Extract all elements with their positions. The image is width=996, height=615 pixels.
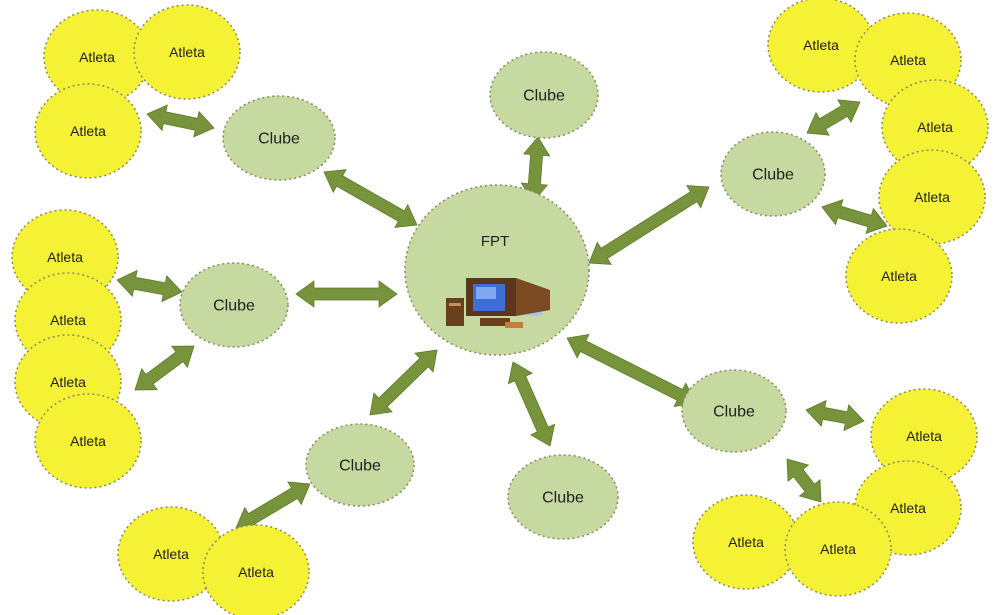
double-arrow bbox=[821, 198, 888, 235]
athlete-node: Atleta bbox=[133, 4, 241, 100]
club-node: Clube bbox=[720, 131, 826, 217]
double-arrow bbox=[116, 269, 183, 303]
athlete-node-label: Atleta bbox=[728, 534, 764, 550]
athlete-node-label: Atleta bbox=[917, 119, 953, 135]
athlete-node: Atleta bbox=[117, 506, 225, 602]
athlete-node-label: Atleta bbox=[820, 541, 856, 557]
double-arrow bbox=[507, 361, 556, 447]
athlete-node-label: Atleta bbox=[906, 428, 942, 444]
athlete-node-label: Atleta bbox=[79, 49, 115, 65]
athlete-node-ellipse bbox=[202, 524, 310, 615]
athlete-node-ellipse bbox=[34, 393, 142, 489]
athlete-node-label: Atleta bbox=[153, 546, 189, 562]
double-arrow bbox=[369, 349, 438, 416]
athlete-node: Atleta bbox=[202, 524, 310, 615]
double-arrow bbox=[805, 399, 865, 432]
athlete-node-ellipse bbox=[870, 388, 978, 484]
athlete-node-ellipse bbox=[845, 228, 953, 324]
double-arrow bbox=[295, 280, 398, 308]
athlete-node: Atleta bbox=[34, 83, 142, 179]
athlete-node-label: Atleta bbox=[803, 37, 839, 53]
athlete-node-ellipse bbox=[133, 4, 241, 100]
club-node: Clube bbox=[222, 95, 336, 181]
double-arrow bbox=[566, 333, 697, 408]
club-node-ellipse bbox=[489, 51, 599, 139]
athlete-node-label: Atleta bbox=[238, 564, 274, 580]
club-node-label: Clube bbox=[523, 88, 565, 105]
athlete-node-ellipse bbox=[881, 79, 989, 175]
athlete-node-label: Atleta bbox=[169, 44, 205, 60]
computer-icon bbox=[446, 278, 550, 328]
athlete-node-label: Atleta bbox=[890, 52, 926, 68]
athlete-node-label: Atleta bbox=[50, 374, 86, 390]
club-node: Clube bbox=[489, 51, 599, 139]
athlete-node: Atleta bbox=[845, 228, 953, 324]
double-arrow bbox=[786, 458, 822, 503]
athlete-node: Atleta bbox=[881, 79, 989, 175]
athlete-node-label: Atleta bbox=[50, 312, 86, 328]
athlete-node-label: Atleta bbox=[914, 189, 950, 205]
athlete-node-label: Atleta bbox=[70, 433, 106, 449]
athlete-node: Atleta bbox=[878, 149, 986, 245]
double-arrow bbox=[588, 185, 710, 265]
club-node-ellipse bbox=[720, 131, 826, 217]
club-node-label: Clube bbox=[542, 490, 584, 507]
club-node: Clube bbox=[305, 423, 415, 507]
club-node-label: Clube bbox=[752, 167, 794, 184]
athlete-node-label: Atleta bbox=[70, 123, 106, 139]
athlete-node: Atleta bbox=[870, 388, 978, 484]
club-node-label: Clube bbox=[713, 404, 755, 421]
athlete-node-ellipse bbox=[878, 149, 986, 245]
club-node-ellipse bbox=[222, 95, 336, 181]
fpt-node: FPT bbox=[404, 184, 590, 356]
double-arrow bbox=[134, 345, 195, 391]
athlete-node: Atleta bbox=[784, 501, 892, 597]
club-node-ellipse bbox=[507, 454, 619, 540]
club-node: Clube bbox=[179, 262, 289, 348]
double-arrow bbox=[235, 481, 311, 531]
double-arrow bbox=[323, 169, 418, 228]
double-arrow bbox=[806, 99, 861, 136]
fpt-label: FPT bbox=[481, 233, 509, 250]
athlete-node: Atleta bbox=[34, 393, 142, 489]
fpt-ellipse bbox=[404, 184, 590, 356]
arrows-layer bbox=[116, 99, 888, 531]
athlete-node: Atleta bbox=[43, 9, 151, 105]
athlete-node-ellipse bbox=[784, 501, 892, 597]
club-node-ellipse bbox=[681, 369, 787, 453]
club-node-label: Clube bbox=[258, 131, 300, 148]
club-node: Clube bbox=[681, 369, 787, 453]
athlete-node-ellipse bbox=[34, 83, 142, 179]
athlete-node-label: Atleta bbox=[47, 249, 83, 265]
club-node-label: Clube bbox=[339, 458, 381, 475]
club-node-ellipse bbox=[179, 262, 289, 348]
athlete-node-label: Atleta bbox=[881, 268, 917, 284]
club-node-label: Clube bbox=[213, 298, 255, 315]
club-node: Clube bbox=[507, 454, 619, 540]
athlete-node: Atleta bbox=[692, 494, 800, 590]
double-arrow bbox=[146, 104, 215, 138]
athlete-node-label: Atleta bbox=[890, 500, 926, 516]
club-node-ellipse bbox=[305, 423, 415, 507]
